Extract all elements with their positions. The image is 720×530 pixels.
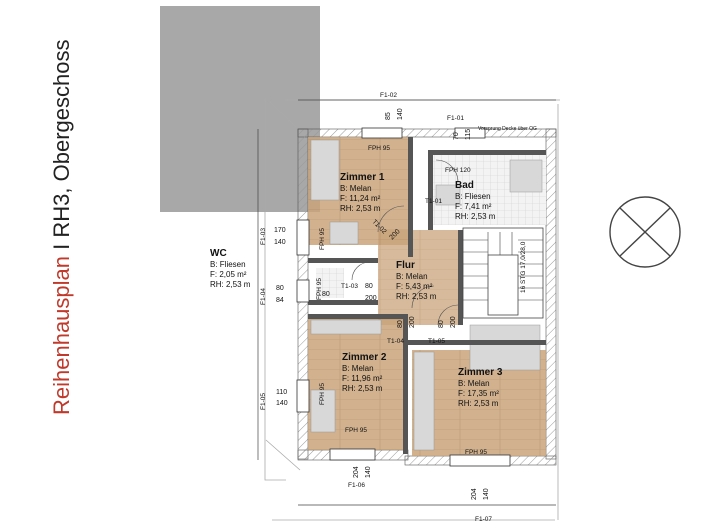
flur-floor xyxy=(378,230,458,325)
dim-140-a: 140 xyxy=(274,239,286,246)
wc-floor xyxy=(316,268,344,298)
dim-80-b: 80 xyxy=(322,291,330,298)
bad-height: RH: 2,53 m xyxy=(455,212,496,221)
dim-204-a: 204 xyxy=(353,466,360,478)
zimmer1-flooring: B: Melan xyxy=(340,184,372,193)
dim-84: 84 xyxy=(276,297,284,304)
zimmer2-area: F: 11,96 m² xyxy=(342,374,383,383)
flur-area: F: 5,43 m² xyxy=(396,282,433,291)
compass-icon xyxy=(609,196,681,268)
dim-140-e: 140 xyxy=(483,488,490,500)
zimmer3-name: Zimmer 3 xyxy=(458,367,503,378)
zimmer1-height: RH: 2,53 m xyxy=(340,204,381,213)
tag-t103: T1-03 xyxy=(341,283,358,290)
dim-170: 170 xyxy=(274,227,286,234)
tag-stair: 16 STG 17,0/28,0 xyxy=(520,241,527,293)
dim-85: 85 xyxy=(385,112,392,120)
dim-200-d: 200 xyxy=(450,316,457,328)
tag-fph95-zimmer2: FPH 95 xyxy=(319,383,326,405)
dim-200-c: 200 xyxy=(409,316,416,328)
windows xyxy=(296,127,511,467)
dim-200-b: 200 xyxy=(365,295,377,302)
tag-f104: F1-04 xyxy=(260,288,267,305)
staircase xyxy=(462,227,544,319)
furniture xyxy=(310,139,543,451)
tag-t104: T1-04 xyxy=(387,338,404,345)
zimmer3-flooring: B: Melan xyxy=(458,379,490,388)
tag-vorsprung: Vorsprung Decke über OG xyxy=(478,126,537,132)
dim-80-c: 80 xyxy=(365,283,373,290)
dim-80-a: 80 xyxy=(276,285,284,292)
tag-fph95-wc: FPH 95 xyxy=(316,278,323,300)
room-labels: Zimmer 1 B: Melan F: 11,24 m² RH: 2,53 m… xyxy=(210,172,503,408)
tag-f102: F1-02 xyxy=(380,92,397,99)
tag-f106: F1-06 xyxy=(348,482,365,489)
bad-flooring: B: Fliesen xyxy=(455,192,491,201)
dim-115: 115 xyxy=(465,129,472,140)
tag-fph120: FPH 120 xyxy=(445,167,471,174)
dim-80-d: 80 xyxy=(397,320,404,328)
wc-height: RH: 2,53 m xyxy=(210,280,251,289)
flur-height: RH: 2,53 m xyxy=(396,292,437,301)
dim-140-b: 140 xyxy=(276,400,288,407)
roof-outline xyxy=(264,98,560,521)
dim-70: 70 xyxy=(453,132,460,140)
element-tags: F1-02 F1-01 Vorsprung Decke über OG FPH … xyxy=(260,92,537,523)
tag-f107: F1-07 xyxy=(475,516,492,523)
tag-f103: F1-03 xyxy=(260,228,267,245)
zimmer2-flooring: B: Melan xyxy=(342,364,374,373)
tag-fph95-top: FPH 95 xyxy=(368,145,390,152)
wc-name: WC xyxy=(210,248,227,259)
dim-110: 110 xyxy=(276,389,287,396)
tag-f105: F1-05 xyxy=(260,393,267,410)
wc-area: F: 2,05 m² xyxy=(210,270,247,279)
wc-flooring: B: Fliesen xyxy=(210,260,246,269)
zimmer1-area: F: 11,24 m² xyxy=(340,194,381,203)
dimension-lines xyxy=(257,99,556,506)
flur-name: Flur xyxy=(396,260,415,271)
dim-204-b: 204 xyxy=(471,488,478,500)
bad-area: F: 7,41 m² xyxy=(455,202,492,211)
tag-f101: F1-01 xyxy=(447,115,464,122)
dim-80-e: 80 xyxy=(438,320,445,328)
flur-flooring: B: Melan xyxy=(396,272,428,281)
dimension-numbers: 170 140 80 84 110 140 85 140 70 115 200 … xyxy=(274,108,490,500)
dim-140-c: 140 xyxy=(397,108,404,120)
tag-t101: T1-01 xyxy=(425,198,442,205)
zimmer3-height: RH: 2,53 m xyxy=(458,399,499,408)
door-swings xyxy=(351,159,459,326)
dim-140-d: 140 xyxy=(365,466,372,478)
zimmer2-name: Zimmer 2 xyxy=(342,352,387,363)
tag-fph95-left: FPH 95 xyxy=(319,228,326,250)
tag-fph95-zimmer3: FPH 95 xyxy=(465,449,487,456)
zimmer1-name: Zimmer 1 xyxy=(340,172,385,183)
zimmer3-area: F: 17,35 m² xyxy=(458,389,499,398)
tag-t105: T1-05 xyxy=(428,338,445,345)
bad-name: Bad xyxy=(455,180,474,191)
tag-fph95-bottom: FPH 95 xyxy=(345,427,367,434)
zimmer2-height: RH: 2,53 m xyxy=(342,384,383,393)
neighbour-house-block xyxy=(160,6,320,212)
interior-walls xyxy=(308,137,546,454)
